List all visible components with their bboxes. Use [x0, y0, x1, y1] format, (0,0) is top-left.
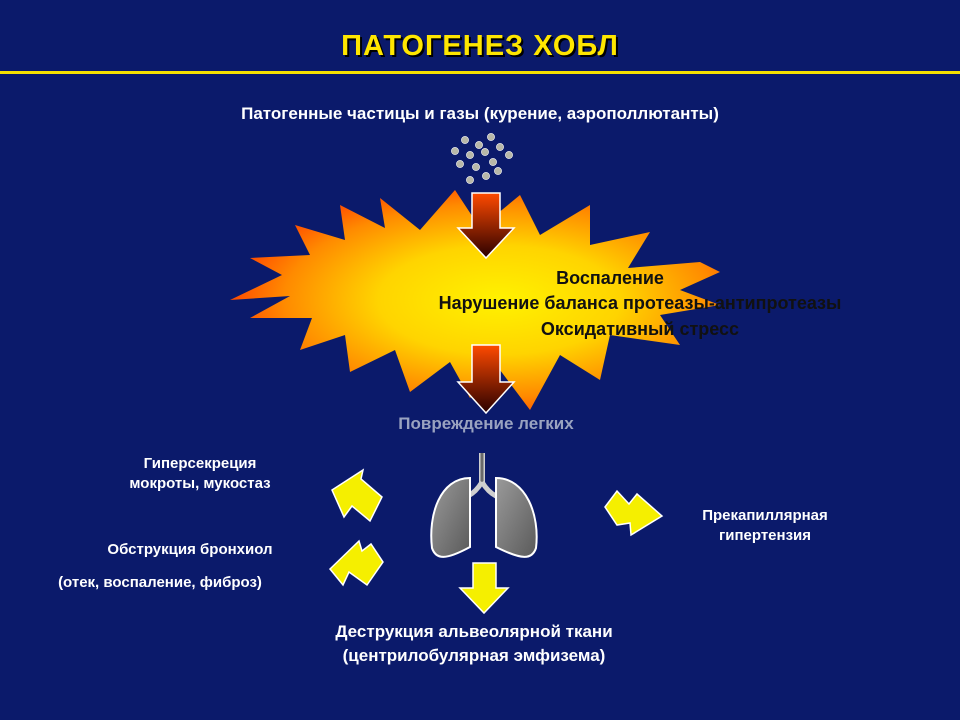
lungs-icon: [430, 453, 538, 558]
obstruction-label: Обструкция бронхиол: [107, 541, 273, 558]
down-arrow-icon: [456, 344, 516, 415]
page-title: ПАТОГЕНЕЗ ХОБЛ: [341, 30, 619, 62]
obstruction-detail: (отек, воспаление, фиброз): [58, 574, 262, 591]
yellow-arrow-icon: [331, 468, 383, 523]
yellow-arrow-icon: [328, 539, 384, 587]
particles-icon: [451, 133, 513, 184]
destruction-line-1: Деструкция альвеолярной ткани: [335, 622, 613, 641]
mechanism-oxidative-stress: Оксидативный стресс: [540, 319, 740, 339]
down-arrow-icon: [456, 192, 516, 260]
yellow-arrow-icon: [458, 562, 510, 615]
lung-injury-label: Повреждение легких: [398, 414, 574, 433]
burst-shape: [230, 190, 720, 410]
mechanism-protease-balance: Нарушение баланса протеазы-антипротеазы: [438, 293, 842, 313]
yellow-arrow-icon: [604, 489, 664, 537]
hypertension-line-1: Прекапиллярная: [702, 507, 828, 524]
hypertension-label: Прекапиллярная гипертензия: [665, 506, 865, 546]
title-divider: [0, 71, 960, 74]
mechanism-inflammation: Воспаление: [556, 268, 664, 288]
cause-text: Патогенные частицы и газы (курение, аэро…: [241, 104, 719, 123]
hypertension-line-2: гипертензия: [718, 527, 811, 544]
hypersecretion-line-2: мокроты, мукостаз: [129, 475, 271, 492]
destruction-label: Деструкция альвеолярной ткани (центрилоб…: [274, 620, 674, 668]
hypersecretion-line-1: Гиперсекреция: [143, 455, 257, 472]
destruction-line-2: (центрилобулярная эмфизема): [342, 646, 606, 665]
hypersecretion-label: Гиперсекреция мокроты, мукостаз: [60, 454, 340, 494]
